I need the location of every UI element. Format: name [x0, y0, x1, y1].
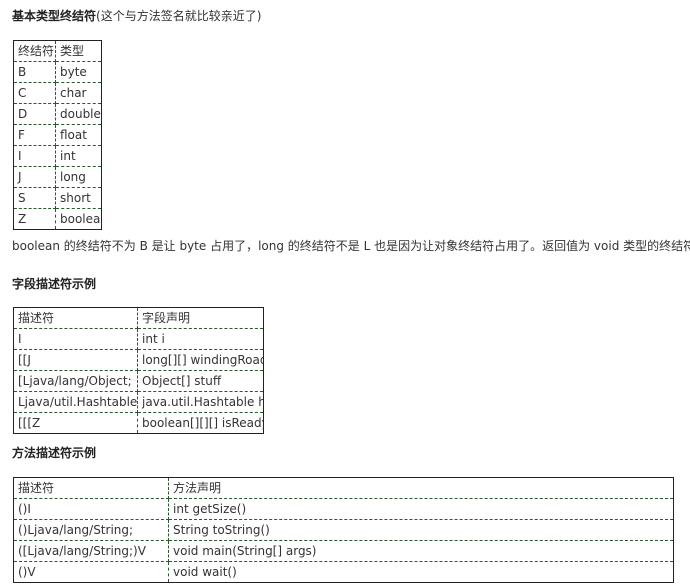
table-cell: byte [55, 61, 102, 83]
header-cell: 字段声明 [137, 307, 264, 329]
explanation-paragraph: boolean 的终结符不为 B 是让 byte 占用了，long 的终结符不是… [12, 239, 690, 253]
table-cell: int getSize() [168, 498, 674, 520]
table-cell: int i [137, 328, 264, 350]
table-header-row: 描述符 方法声明 [13, 477, 674, 499]
table-cell: java.util.Hashtable ht [137, 391, 264, 413]
table-cell: I [13, 328, 138, 350]
table-cell: [Ljava/lang/Object; [13, 370, 138, 392]
table-cell: boolean [60, 212, 102, 226]
table-cell: Object[] stuff [137, 370, 264, 392]
table-cell: I [13, 145, 56, 167]
table-cell: double [55, 103, 102, 125]
header-cell: 描述符 [13, 307, 138, 329]
table-cell: F [13, 124, 56, 146]
table-row: Ljava/util.Hashtable;java.util.Hashtable… [13, 391, 264, 413]
table-header-row: 终结符 类型 [13, 40, 102, 62]
table-cell: float [55, 124, 102, 146]
table-cell: int [55, 145, 102, 167]
table-cell: ()I [13, 498, 169, 520]
header-cell: 终结符 [13, 40, 56, 62]
table-cell: D [13, 103, 56, 125]
table-cell: Ljava/util.Hashtable; [13, 391, 138, 413]
table-cell: String toString() [168, 519, 674, 541]
table-cell: char [55, 82, 102, 104]
table-cell: ()Ljava/lang/String; [13, 519, 169, 541]
table-cell: J [13, 166, 56, 188]
table-cell: boolean[][][] isReady [142, 416, 264, 430]
table-cell: S [13, 187, 56, 209]
table-cell: [[[Z [13, 412, 138, 434]
table-cell: Z [13, 208, 56, 230]
table-cell: ([Ljava/lang/String;)V [13, 540, 169, 562]
section-title: 基本类型终结符 [12, 9, 97, 23]
table-cell: [[J [13, 349, 138, 371]
table-row: ()V void wait() [13, 561, 674, 583]
section-note: (这个与方法签名就比较亲近了) [96, 9, 262, 23]
header-cell: 描述符 [13, 477, 169, 499]
section-title: 字段描述符示例 [12, 277, 97, 291]
section-heading-field-descriptors: 字段描述符示例 [12, 276, 96, 292]
table-cell: long[][] windingRoad [137, 349, 264, 371]
section-title: 方法描述符示例 [12, 446, 97, 460]
table-cell: short [55, 187, 102, 209]
header-cell: 方法声明 [168, 477, 674, 499]
table-row: [Ljava/lang/Object;Object[] stuff [13, 370, 264, 392]
section-heading-primitive-terminators: 基本类型终结符(这个与方法签名就比较亲近了) [12, 8, 261, 24]
table-row: ()Ljava/lang/String;String toString() [13, 519, 674, 541]
header-cell: 类型 [55, 40, 102, 62]
table-row: [[[Z boolean[][][] isReady [13, 412, 264, 434]
table-cell: ()V [13, 561, 169, 583]
section-heading-method-descriptors: 方法描述符示例 [12, 445, 96, 461]
table-cell: B [13, 61, 56, 83]
table-cell: void wait() [173, 565, 237, 579]
table-header-row: 描述符 字段声明 [13, 307, 264, 329]
table-cell: C [13, 82, 56, 104]
table-cell: long [55, 166, 102, 188]
table-cell: void main(String[] args) [168, 540, 674, 562]
